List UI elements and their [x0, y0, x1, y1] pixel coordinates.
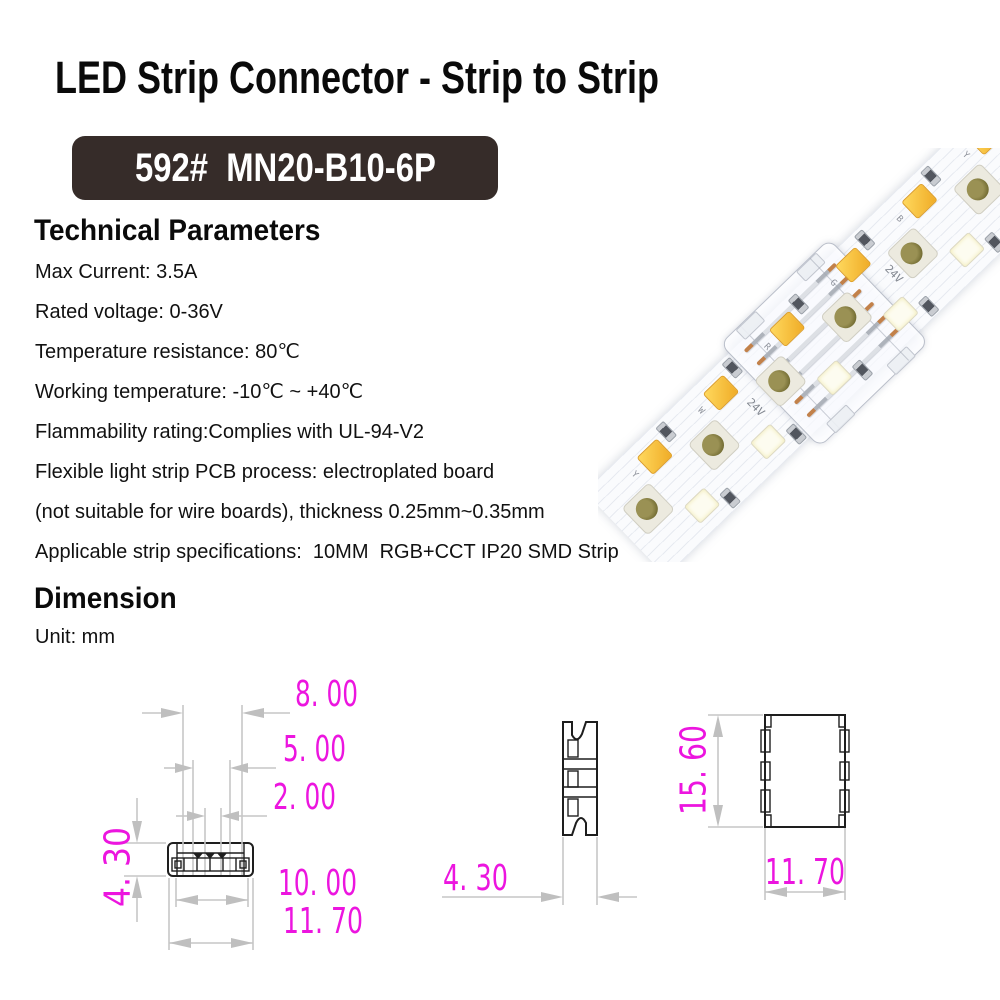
resistor — [719, 487, 742, 510]
front-view-drawing: 8. 00 5. 00 2. 00 4. 30 10. 00 — [98, 674, 363, 950]
model-number-badge: 592# MN20-B10-6P — [72, 136, 498, 200]
dim-label-depth-4-3mm: 4. 30 — [443, 858, 508, 899]
pcb-channel-label: B — [893, 213, 905, 225]
warm-white-led — [702, 374, 740, 412]
pcb-channel-label: Y — [629, 469, 640, 481]
dim-label-8mm: 8. 00 — [295, 674, 358, 715]
top-view-drawing: 15. 60 11. 70 — [674, 714, 850, 900]
dim-label-top-11-7mm: 11. 70 — [765, 852, 845, 893]
page-title: LED Strip Connector - Strip to Strip — [55, 52, 659, 103]
unit-label: Unit: mm — [35, 626, 115, 648]
rgb-led — [687, 418, 742, 472]
spec-line-applicable-strip: Applicable strip specifications: 10MM RG… — [35, 541, 619, 563]
model-number-label: 592# MN20-B10-6P — [134, 145, 436, 190]
warm-white-led — [967, 148, 1000, 156]
connector-tab — [825, 404, 856, 434]
warm-white-led — [901, 182, 938, 220]
dim-label-5mm: 5. 00 — [283, 729, 346, 770]
connector-tab — [886, 345, 917, 376]
rgb-led — [621, 482, 676, 536]
resistor — [983, 231, 1000, 254]
warm-white-led — [636, 438, 674, 476]
spec-line-working-temp: Working temperature: -10℃ ~ +40℃ — [35, 381, 364, 403]
rgb-led — [952, 162, 1000, 217]
spec-line-pcb-process: Flexible light strip PCB process: electr… — [35, 461, 495, 483]
cool-white-led — [948, 231, 986, 269]
dim-label-2mm: 2. 00 — [273, 777, 336, 818]
pcb-channel-label: W — [695, 405, 707, 417]
spec-line-temp-resistance: Temperature resistance: 80℃ — [35, 341, 300, 363]
dim-label-length-15-6mm: 15. 60 — [674, 725, 715, 815]
dimension-heading: Dimension — [34, 582, 177, 615]
spec-line-max-current: Max Current: 3.5A — [35, 261, 198, 283]
cool-white-led — [749, 423, 787, 461]
technical-parameters-heading: Technical Parameters — [34, 214, 321, 247]
pcb-channel-label: Y — [959, 150, 971, 161]
spec-list: Max Current: 3.5A Rated voltage: 0-36V T… — [35, 252, 619, 572]
dim-label-height-4-3mm: 4. 30 — [98, 827, 139, 907]
dim-label-10mm: 10. 00 — [278, 863, 357, 904]
resistor — [917, 295, 940, 318]
spec-line-flammability: Flammability rating:Complies with UL-94-… — [35, 421, 425, 443]
side-view-drawing: 4. 30 — [442, 721, 637, 905]
pcb-voltage-label: 24V — [744, 395, 768, 419]
dimension-drawings: 8. 00 5. 00 2. 00 4. 30 10. 00 — [98, 674, 850, 950]
spec-line-rated-voltage: Rated voltage: 0-36V — [35, 301, 223, 323]
spec-line-pcb-thickness: (not suitable for wire boards), thicknes… — [35, 501, 545, 523]
cool-white-led — [683, 487, 721, 525]
dim-label-front-11-7mm: 11. 70 — [283, 901, 363, 942]
connector-pin — [806, 327, 900, 418]
